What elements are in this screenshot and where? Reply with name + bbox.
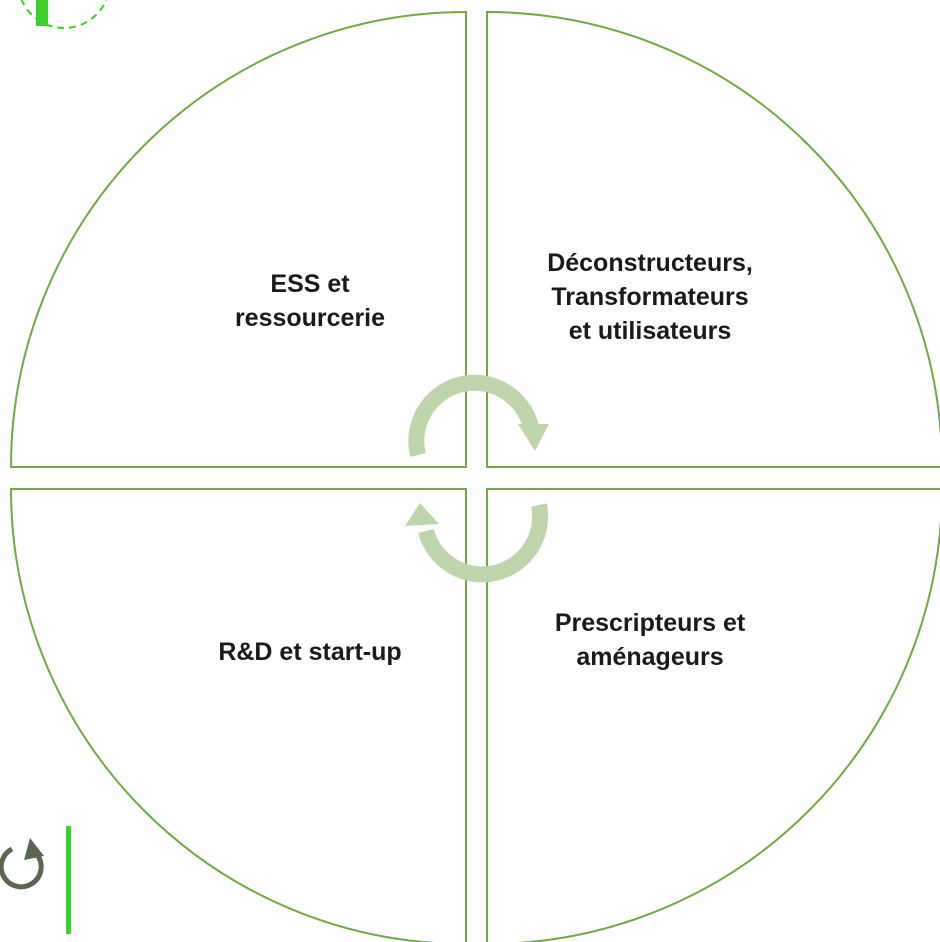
label-line: Transformateurs [551, 283, 749, 311]
label-line: ressourcerie [234, 304, 386, 332]
quadrant-bottom-right-shape [486, 488, 940, 942]
dashed-circle-decoration-icon [20, 0, 108, 29]
label-line: R&D et start-up [218, 638, 402, 666]
quadrant-label-top-left: ESS et ressourcerie [160, 267, 460, 335]
label-line: Prescripteurs et [554, 609, 746, 637]
quadrant-top-left-shape [9, 10, 467, 468]
quadrant-label-bottom-right: Prescripteurs et aménageurs [490, 606, 810, 674]
cycle-arrows-icon [405, 374, 549, 583]
label-line: Déconstructeurs, [547, 249, 753, 277]
refresh-icon [0, 838, 44, 890]
quadrant-label-top-right: Déconstructeurs, Transformateurs et util… [490, 246, 810, 348]
quadrant-label-bottom-left: R&D et start-up [160, 635, 460, 669]
label-line: aménageurs [576, 643, 724, 671]
accent-bar [66, 826, 71, 934]
label-line: et utilisateurs [568, 317, 732, 345]
label-line: ESS et [270, 270, 350, 298]
quadrant-bottom-left-shape [9, 488, 467, 942]
quadrant-top-right-shape [486, 10, 940, 468]
